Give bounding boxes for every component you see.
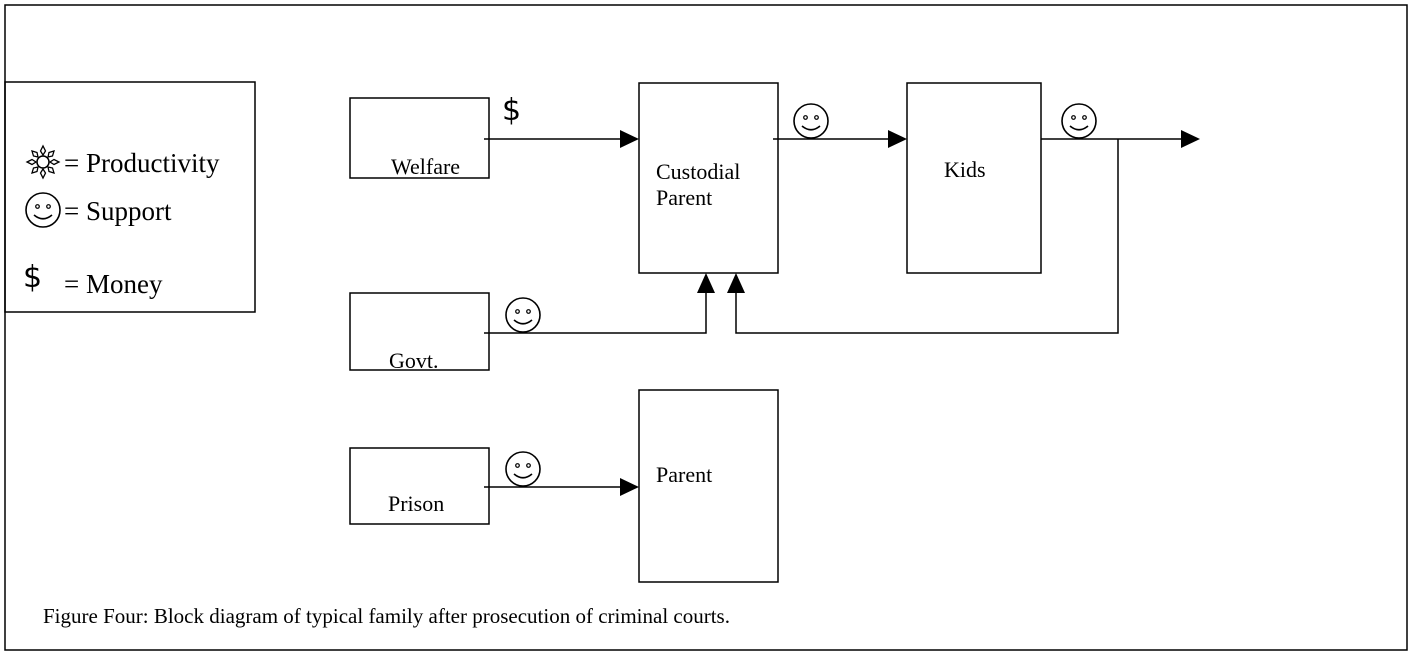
arrowhead-welfare-custodial <box>620 130 639 148</box>
kids-feedback-line <box>735 139 1119 334</box>
prison-block <box>349 447 490 525</box>
welfare-label: Welfare <box>391 154 461 179</box>
govt-to-custodial-line <box>484 290 707 334</box>
outer-frame <box>4 4 1408 651</box>
legend-productivity-label: = Productivity <box>64 148 220 178</box>
welfare-block <box>349 97 490 179</box>
arrowhead-kids-output <box>1181 130 1200 148</box>
sun-icon <box>26 145 60 179</box>
parent-block <box>638 389 779 583</box>
custodial-parent-block <box>638 82 779 274</box>
smiley-icon <box>25 192 61 228</box>
arrowhead-prison-parent <box>620 478 639 496</box>
govt-label: Govt. <box>389 348 439 373</box>
arrowhead-custodial-kids <box>888 130 907 148</box>
prison-label: Prison <box>388 491 445 516</box>
smiley-icon <box>505 451 541 487</box>
kids-label: Kids <box>944 157 986 182</box>
arrowhead-govt-custodial <box>697 273 715 293</box>
custodial-label: Custodial <box>656 159 741 184</box>
arrowhead-feedback-custodial <box>727 273 745 293</box>
custodial-parent-label: Parent <box>656 185 713 210</box>
smiley-icon <box>505 297 541 333</box>
kids-block <box>906 82 1042 274</box>
smiley-icon <box>1061 103 1097 139</box>
legend-money-label: = Money <box>64 269 163 299</box>
govt-block <box>349 292 490 371</box>
legend-support-label: = Support <box>64 196 172 226</box>
smiley-icon <box>793 103 829 139</box>
dollar-icon: $ <box>502 93 522 128</box>
legend-box <box>4 81 256 313</box>
parent-label: Parent <box>656 462 713 487</box>
figure-caption: Figure Four: Block diagram of typical fa… <box>43 604 730 628</box>
dollar-icon: $ <box>23 260 43 295</box>
